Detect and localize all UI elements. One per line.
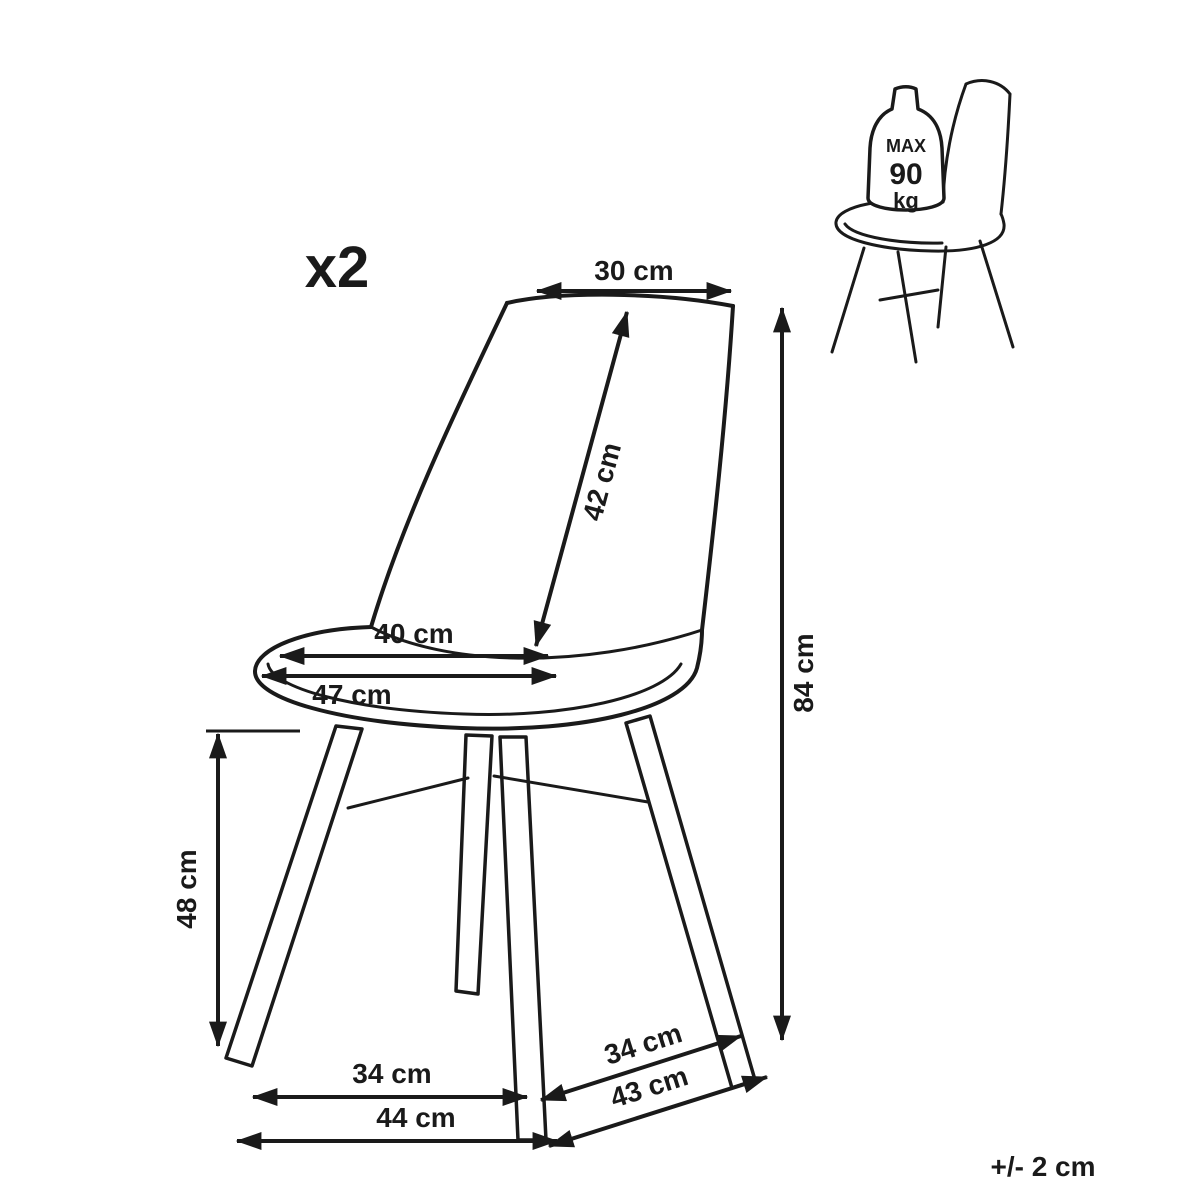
leg-brace-left [346, 776, 470, 810]
mini-chair-leg-4 [978, 239, 1015, 349]
dim-front-leg-span-outer-label: 44 cm [376, 1102, 455, 1133]
dim-backrest-top-width-label: 30 cm [594, 255, 673, 286]
mini-chair-leg-1 [830, 246, 866, 354]
backrest-left-edge [369, 301, 509, 629]
dim-front-leg-span-outer: 44 cm [235, 1102, 559, 1150]
tolerance-label: +/- 2 cm [990, 1151, 1095, 1182]
dim-front-leg-span-inner: 34 cm [251, 1058, 529, 1106]
dim-front-leg-span-inner-label: 34 cm [352, 1058, 431, 1089]
backrest-right-edge [700, 304, 735, 632]
mini-chair-brace [878, 288, 940, 302]
seat-cushion-outline [252, 625, 704, 731]
mini-chair-seat [834, 198, 1006, 253]
chair-leg-front-left [224, 724, 364, 1068]
dim-seat-height-label: 48 cm [171, 849, 202, 928]
max-weight-value: 90 [889, 158, 922, 191]
dim-side-leg-span-outer-arrow [547, 1075, 769, 1148]
dim-seat-outer-width: 47 cm [260, 667, 558, 710]
dim-seat-inner-width-label: 40 cm [374, 618, 453, 649]
mini-chair-leg-3 [936, 245, 948, 329]
max-weight-vase [866, 85, 946, 212]
max-weight-unit: kg [893, 188, 919, 213]
mini-chair-backrest [941, 79, 1012, 216]
main-chair-drawing [224, 292, 757, 1142]
dim-backrest-length: 42 cm [533, 310, 630, 648]
leg-brace-right [492, 774, 650, 804]
mini-chair-leg-2 [896, 250, 918, 364]
quantity-label: x2 [305, 235, 370, 300]
max-weight-chair-drawing: MAX 90 kg [830, 79, 1015, 364]
mini-chair-seat-piping [843, 222, 944, 245]
max-weight-max-label: MAX [886, 136, 926, 156]
dim-total-height: 84 cm [773, 306, 819, 1042]
chair-leg-back-left [454, 733, 494, 996]
dim-backrest-length-arrow [533, 310, 630, 648]
dim-backrest-top-width: 30 cm [535, 255, 733, 300]
dim-seat-inner-width: 40 cm [278, 618, 550, 665]
dim-seat-outer-width-label: 47 cm [312, 679, 391, 710]
backrest-top-edge [505, 292, 735, 308]
seat-cushion-piping [266, 662, 683, 716]
chair-leg-front-right [498, 735, 548, 1142]
dim-seat-height: 48 cm [171, 729, 300, 1048]
dim-total-height-label: 84 cm [788, 633, 819, 712]
dim-backrest-length-label: 42 cm [577, 439, 627, 524]
